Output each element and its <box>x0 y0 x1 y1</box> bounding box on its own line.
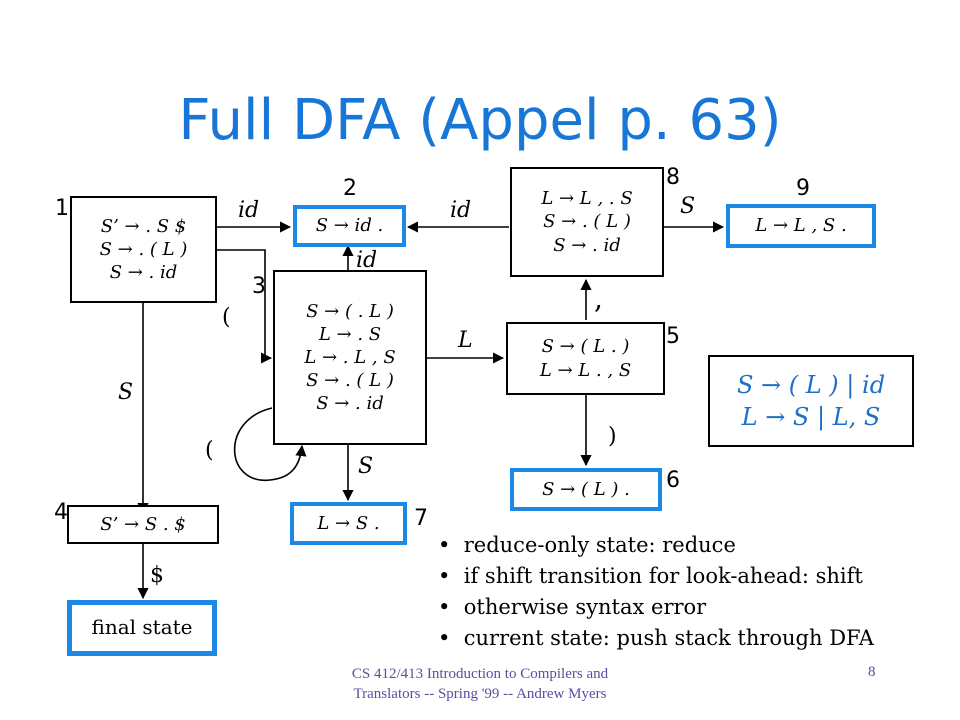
state-5-item: S → ( L . ) <box>541 336 630 358</box>
label-8-to-9: S <box>680 194 696 219</box>
state-9-number: 9 <box>796 176 810 201</box>
label-3-to-2: id <box>356 248 378 273</box>
arrow-1-to-3 <box>217 249 273 364</box>
state-4: S’ → S . $ <box>67 505 219 544</box>
state-9: L → L , S . <box>726 204 876 248</box>
state-6: S → ( L ) . <box>510 468 662 511</box>
state-6-item: S → ( L ) . <box>542 478 630 500</box>
label-3-to-7: S <box>358 454 374 479</box>
state-3-item: S → . id <box>316 393 384 415</box>
state-8: L → L , . S S → . ( L ) S → . id <box>510 167 664 277</box>
final-state: final state <box>67 600 217 656</box>
grammar-rule: L → S | L, S <box>741 403 881 431</box>
state-1-item: S → . ( L ) <box>99 238 188 260</box>
state-7: L → S . <box>290 502 407 545</box>
state-5: S → ( L . ) L → L . , S <box>506 322 665 395</box>
final-state-label: final state <box>91 615 193 640</box>
state-1: S’ → . S $ S → . ( L ) S → . id <box>70 196 217 303</box>
state-2-number: 2 <box>343 176 357 201</box>
note-item: if shift transition for look-ahead: shif… <box>438 561 874 592</box>
page-number: 8 <box>868 664 876 680</box>
state-5-item: L → L . , S <box>539 359 632 381</box>
label-1-to-4: S <box>118 380 134 405</box>
note-item: current state: push stack through DFA <box>438 623 874 654</box>
state-8-number: 8 <box>666 165 680 190</box>
state-3-item: L → . S <box>318 323 382 345</box>
label-3-to-5: L <box>458 328 473 353</box>
state-4-item: S’ → S . $ <box>100 513 186 535</box>
notes-list: reduce-only state: reduce if shift trans… <box>438 530 874 654</box>
label-8-to-2: id <box>450 198 472 223</box>
state-7-number: 7 <box>414 506 428 531</box>
state-4-number: 4 <box>54 500 68 525</box>
state-3-item: L → . L , S <box>304 346 396 368</box>
state-3: S → ( . L ) L → . S L → . L , S S → . ( … <box>273 270 427 445</box>
label-5-to-8: , <box>594 282 603 315</box>
state-3-item: S → . ( L ) <box>306 370 394 392</box>
state-1-number: 1 <box>55 196 69 221</box>
label-1-to-3: ( <box>222 305 231 330</box>
footer-course: CS 412/413 Introduction to Compilers and… <box>351 666 609 702</box>
state-1-item: S → . id <box>109 262 178 284</box>
grammar-rule: S → ( L ) | id <box>736 370 886 399</box>
state-1-item: S’ → . S $ <box>100 215 187 237</box>
label-1-to-2: id <box>238 198 260 223</box>
state-3-number: 3 <box>252 274 266 299</box>
state-7-item: L → S . <box>317 512 380 534</box>
grammar-box: S → ( L ) | id L → S | L, S <box>708 355 914 447</box>
arrow-3-loop <box>233 407 307 481</box>
state-2: S → id . <box>293 205 406 247</box>
label-4-to-final: $ <box>150 563 164 588</box>
state-8-item: S → . ( L ) <box>543 211 631 233</box>
state-8-item: S → . id <box>553 234 621 256</box>
state-2-item: S → id . <box>315 215 384 237</box>
state-3-item: S → ( . L ) <box>306 300 394 322</box>
note-item: otherwise syntax error <box>438 592 874 623</box>
label-5-to-6: ) <box>608 424 617 449</box>
state-9-item: L → L , S . <box>755 215 847 237</box>
slide-title: Full DFA (Appel p. 63) <box>178 88 782 153</box>
state-5-number: 5 <box>666 324 680 349</box>
state-6-number: 6 <box>666 468 680 493</box>
state-8-item: L → L , . S <box>541 188 633 210</box>
label-3-loop: ( <box>205 438 214 463</box>
note-item: reduce-only state: reduce <box>438 530 874 561</box>
